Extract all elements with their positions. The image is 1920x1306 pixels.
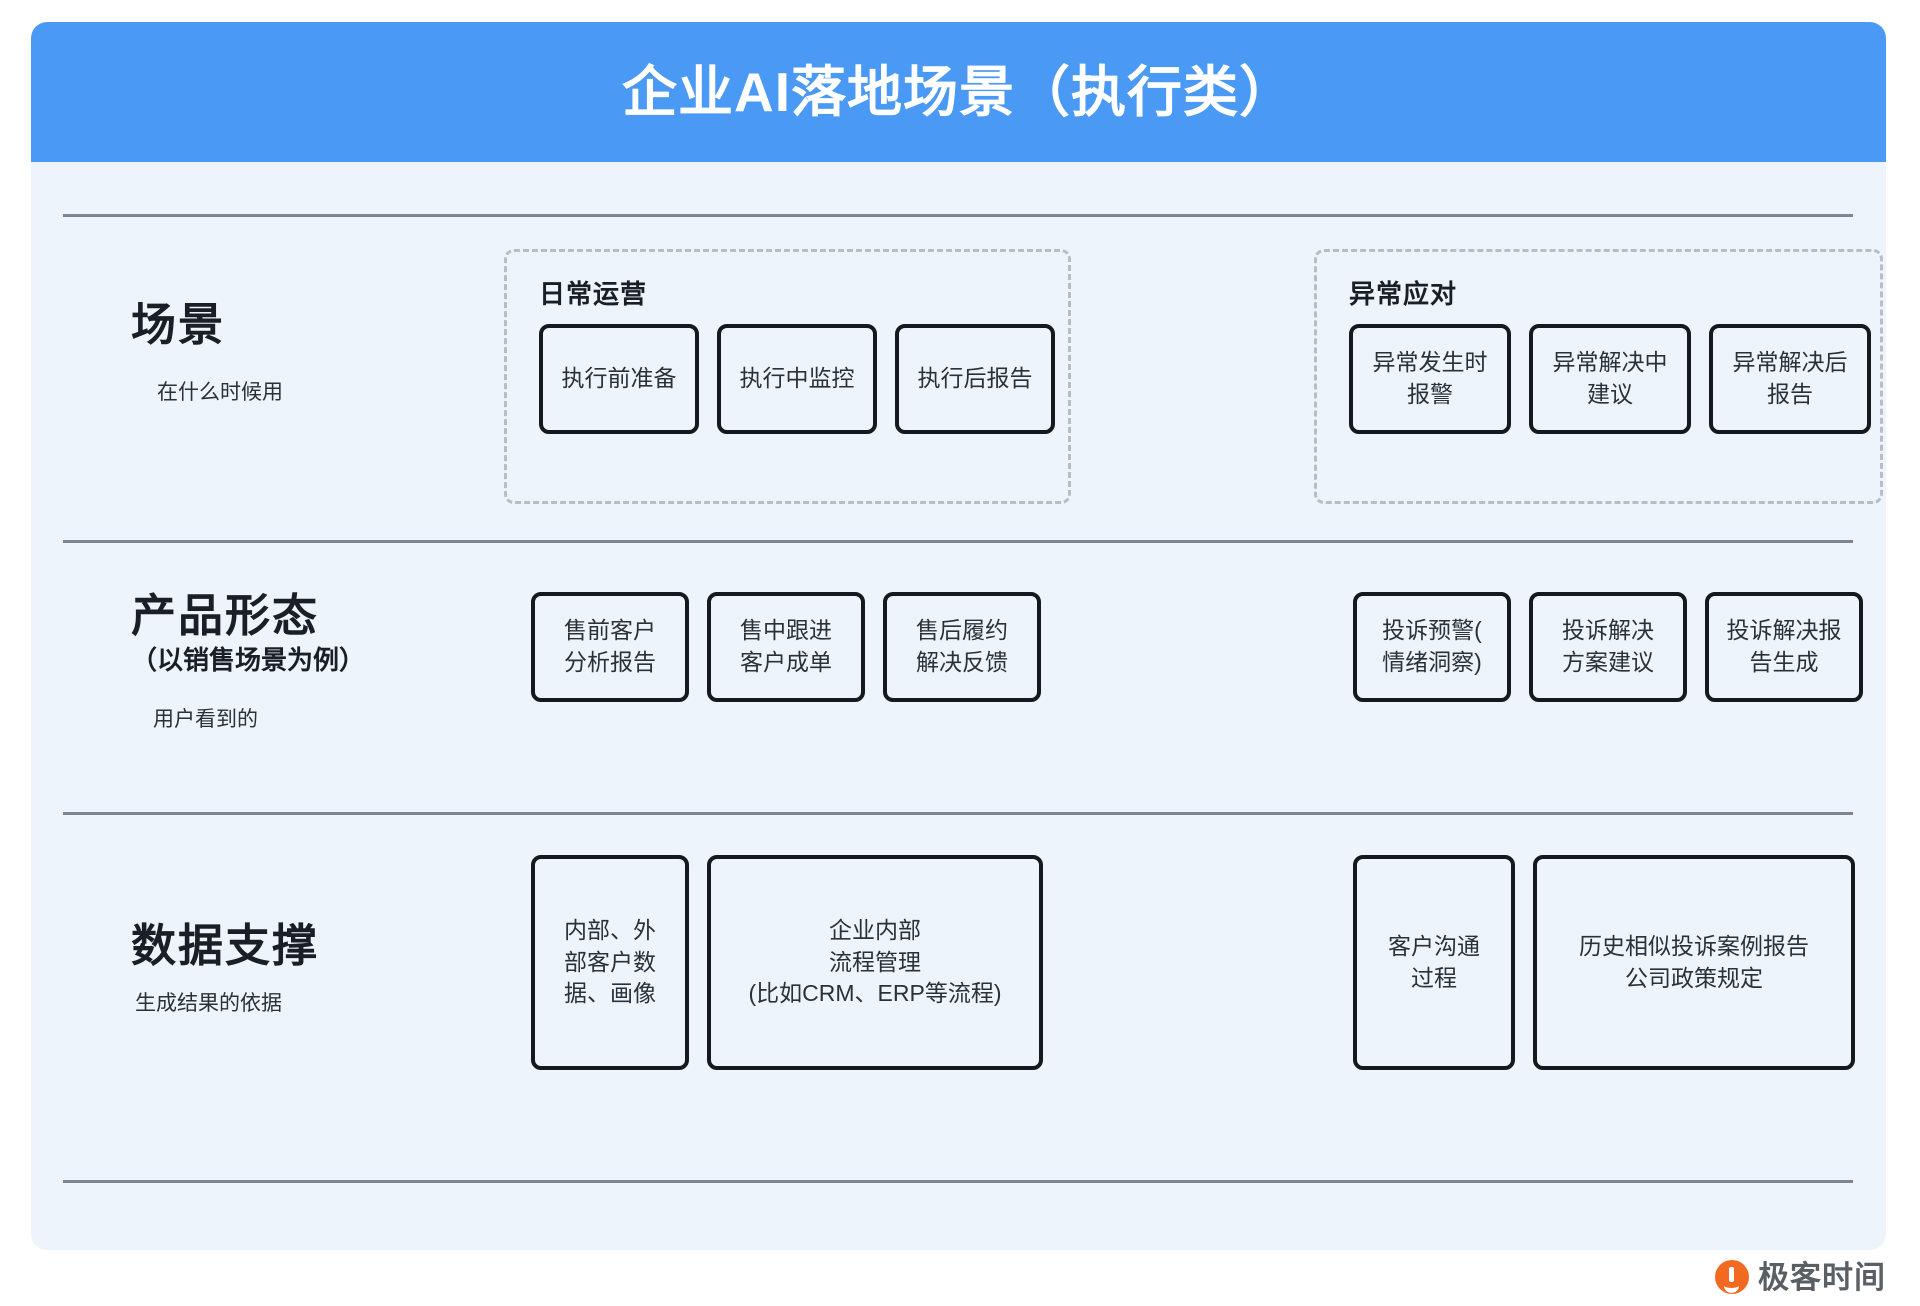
chip-complaint-report-generation[interactable]: 投诉解决报告生成 xyxy=(1705,592,1863,702)
row-data-support-label: 数据支撑 生成结果的依据 xyxy=(131,920,491,1017)
chip-line: 异常解决后 xyxy=(1732,349,1848,376)
chip-exception-advice[interactable]: 异常解决中建议 xyxy=(1529,324,1691,434)
divider-top xyxy=(63,214,1853,217)
chip-line: 售后履约 xyxy=(916,617,1008,644)
row-scenario: 场景 在什么时候用 日常运营 执行前准备 执行中监控 执行后报告 异常应对 异常… xyxy=(31,214,1886,540)
chip-enterprise-process-management[interactable]: 企业内部流程管理 (比如CRM、ERP等流程) xyxy=(707,855,1043,1070)
chip-in-execution-monitor[interactable]: 执行中监控 xyxy=(717,324,877,434)
page-title: 企业AI落地场景（执行类） xyxy=(621,60,1295,123)
row-product-form-title: 产品形态 xyxy=(131,590,320,641)
group-exception-handling-title: 异常应对 xyxy=(1349,279,1458,309)
chip-line: 异常解决中 xyxy=(1552,349,1668,376)
product-form-right-items: 投诉预警( 情绪洞察) 投诉解决方案建议 投诉解决报告生成 xyxy=(1353,592,1863,702)
chip-historical-complaint-cases[interactable]: 历史相似投诉案例报告公司政策规定 xyxy=(1533,855,1855,1070)
chip-line: 客户沟通 xyxy=(1388,932,1480,959)
row-data-support-subtitle: 生成结果的依据 xyxy=(135,991,282,1015)
chip-internal-external-customer-data[interactable]: 内部、外部客户数据、画像 xyxy=(531,855,689,1070)
data-support-right-items: 客户沟通过程 历史相似投诉案例报告公司政策规定 xyxy=(1353,855,1855,1070)
chip-line: 解决反馈 xyxy=(916,649,1008,675)
chip-line: 报警 xyxy=(1407,381,1453,407)
chip-line: 方案建议 xyxy=(1562,649,1654,675)
chip-customer-communication-process[interactable]: 客户沟通过程 xyxy=(1353,855,1515,1070)
row-product-form-label: 产品形态 （以销售场景为例） 用户看到的 xyxy=(131,590,491,733)
chip-line: (比如CRM、ERP等流程) xyxy=(748,980,1002,1007)
chip-line: 投诉解决 xyxy=(1562,617,1654,644)
chip-line: 投诉预警( xyxy=(1382,617,1482,644)
chip-line: 据、画像 xyxy=(564,980,656,1007)
group-exception-handling-items: 异常发生时报警 异常解决中建议 异常解决后报告 xyxy=(1349,324,1871,434)
geektime-logo-icon xyxy=(1715,1260,1749,1294)
product-form-left-items: 售前客户分析报告 售中跟进客户成单 售后履约解决反馈 xyxy=(531,592,1041,702)
divider-row2-row3 xyxy=(63,812,1853,815)
slide-card: 企业AI落地场景（执行类） 场景 在什么时候用 日常运营 执行前准备 执行中监控… xyxy=(31,22,1886,1250)
chip-line: 部客户数 xyxy=(564,948,656,975)
divider-row1-row2 xyxy=(63,540,1853,543)
chip-line: 情绪洞察) xyxy=(1382,649,1482,675)
chip-complaint-warning[interactable]: 投诉预警( 情绪洞察) xyxy=(1353,592,1511,702)
chip-exception-alarm[interactable]: 异常发生时报警 xyxy=(1349,324,1511,434)
row-product-form-note: （以销售场景为例） xyxy=(131,644,366,675)
chip-line: 异常发生时 xyxy=(1372,349,1488,376)
chip-line: 投诉解决报 xyxy=(1726,617,1842,644)
watermark: 极客时间 xyxy=(1715,1260,1886,1294)
chip-line: 报告 xyxy=(1767,381,1813,407)
chip-line: 建议 xyxy=(1587,381,1633,407)
group-daily-operations: 日常运营 执行前准备 执行中监控 执行后报告 xyxy=(504,249,1071,504)
group-daily-operations-title: 日常运营 xyxy=(539,279,648,309)
chip-complaint-solution-advice[interactable]: 投诉解决方案建议 xyxy=(1529,592,1687,702)
chip-post-execution-report[interactable]: 执行后报告 xyxy=(895,324,1055,434)
chip-line: 内部、外 xyxy=(564,916,656,943)
group-exception-handling: 异常应对 异常发生时报警 异常解决中建议 异常解决后报告 xyxy=(1314,249,1883,504)
row-product-form-subtitle: 用户看到的 xyxy=(153,707,258,731)
chip-presale-customer-analysis[interactable]: 售前客户分析报告 xyxy=(531,592,689,702)
card-header: 企业AI落地场景（执行类） xyxy=(31,22,1886,162)
chip-line: 公司政策规定 xyxy=(1625,964,1763,991)
card-body: 场景 在什么时候用 日常运营 执行前准备 执行中监控 执行后报告 异常应对 异常… xyxy=(31,162,1886,1250)
chip-line: 告生成 xyxy=(1749,649,1819,675)
row-data-support-title: 数据支撑 xyxy=(131,920,320,971)
chip-exception-report[interactable]: 异常解决后报告 xyxy=(1709,324,1871,434)
row-scenario-title: 场景 xyxy=(131,299,226,350)
row-scenario-label: 场景 在什么时候用 xyxy=(131,299,491,406)
chip-line: 企业内部 xyxy=(829,916,921,943)
chip-line: 分析报告 xyxy=(564,649,656,675)
divider-bottom xyxy=(63,1180,1853,1183)
chip-line: 售中跟进 xyxy=(740,617,832,644)
chip-line: 售前客户 xyxy=(564,617,656,644)
chip-pre-execution-prep[interactable]: 执行前准备 xyxy=(539,324,699,434)
row-data-support: 数据支撑 生成结果的依据 内部、外部客户数据、画像 企业内部流程管理 (比如CRM… xyxy=(31,812,1886,1180)
chip-insale-followup-deal[interactable]: 售中跟进客户成单 xyxy=(707,592,865,702)
chip-line: 历史相似投诉案例报告 xyxy=(1579,932,1809,959)
row-product-form: 产品形态 （以销售场景为例） 用户看到的 售前客户分析报告 售中跟进客户成单 售… xyxy=(31,540,1886,812)
group-daily-operations-items: 执行前准备 执行中监控 执行后报告 xyxy=(539,324,1055,434)
chip-aftersale-fulfillment-feedback[interactable]: 售后履约解决反馈 xyxy=(883,592,1041,702)
chip-line: 过程 xyxy=(1411,964,1457,991)
row-scenario-subtitle: 在什么时候用 xyxy=(157,380,283,404)
data-support-left-items: 内部、外部客户数据、画像 企业内部流程管理 (比如CRM、ERP等流程) xyxy=(531,855,1043,1070)
chip-line: 流程管理 xyxy=(829,948,921,975)
watermark-label: 极客时间 xyxy=(1758,1259,1886,1295)
chip-line: 客户成单 xyxy=(740,649,832,675)
